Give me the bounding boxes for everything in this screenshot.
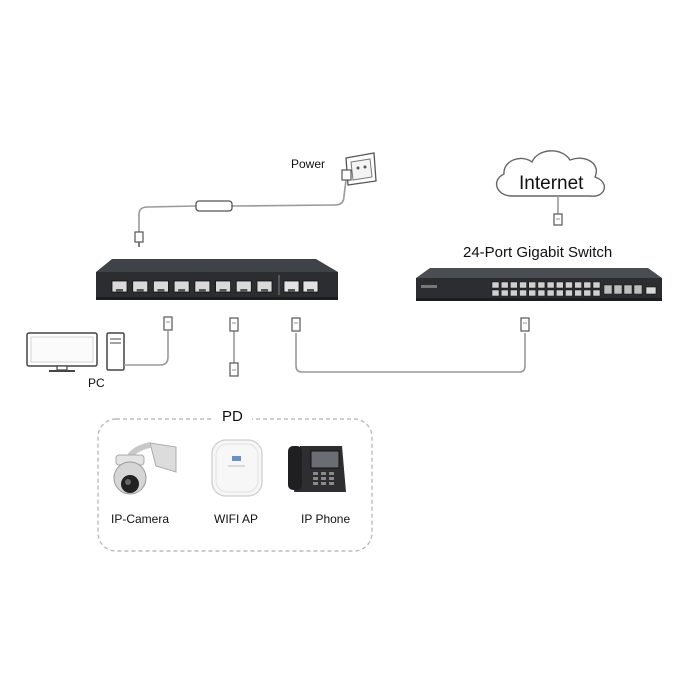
gigabit-port	[537, 281, 546, 289]
sfp-port	[613, 284, 623, 295]
internet-rj45-icon	[553, 213, 563, 226]
pd-rj45-top-icon	[229, 317, 239, 332]
console-port	[645, 286, 657, 295]
gigabit-port	[528, 289, 536, 297]
poe-port-clip	[219, 289, 227, 292]
gigabit-port	[528, 281, 536, 289]
gigabit-port	[565, 281, 573, 289]
poe-switch	[96, 259, 338, 300]
gigabit-port	[574, 289, 582, 297]
poe-uplink-port-clip	[288, 289, 295, 292]
ip-camera-icon	[113, 442, 177, 495]
gigabit-port	[500, 289, 509, 297]
gigabit-port	[546, 281, 555, 289]
gigabit-port	[583, 281, 592, 289]
pd-group-label: PD	[222, 408, 243, 425]
gigabit-port	[565, 289, 573, 297]
sfp-port	[603, 284, 613, 295]
pc-label: PC	[88, 376, 105, 390]
gigabit-port	[592, 281, 601, 289]
ip-phone-label: IP Phone	[301, 512, 351, 526]
internet-cloud-icon	[495, 150, 605, 197]
sfp-port-group	[603, 284, 643, 295]
poe-port-clip	[198, 289, 206, 292]
gigabit-switch	[416, 268, 662, 301]
sfp-port	[633, 284, 643, 295]
dc-plug-icon	[134, 231, 144, 247]
gigabit-port	[510, 281, 518, 289]
pd-label-mask	[214, 410, 252, 426]
gigabit-port	[546, 289, 555, 297]
power-label: Power	[291, 157, 326, 171]
ip-camera-label: IP-Camera	[111, 512, 170, 526]
gigabit-switch-label: 24-Port Gigabit Switch	[463, 244, 613, 261]
uplink-rj45-right-icon	[520, 317, 530, 332]
gigabit-port	[537, 289, 546, 297]
ip-phone-icon	[288, 446, 346, 492]
sfp-port	[623, 284, 633, 295]
uplink-rj45-left-icon	[291, 317, 301, 332]
gigabit-port	[491, 289, 500, 297]
pd-rj45-bottom-icon	[229, 362, 239, 377]
power-brick-icon	[195, 200, 233, 212]
gigabit-port	[519, 281, 527, 289]
gigabit-port	[556, 281, 564, 289]
gigabit-port	[583, 289, 592, 297]
pc-cable	[124, 331, 169, 366]
pc-rj45-icon	[163, 316, 173, 331]
internet-label: Internet	[519, 173, 584, 194]
monitor-icon	[26, 332, 98, 372]
poe-port-clip	[261, 289, 268, 292]
wifi-ap-label: WIFI AP	[214, 512, 259, 526]
pc-tower-icon	[106, 332, 125, 371]
poe-port-clip	[116, 289, 123, 292]
wifi-ap-icon	[211, 439, 263, 497]
poe-port-clip	[240, 289, 248, 292]
poe-port-clip	[178, 289, 186, 292]
gigabit-port-group	[491, 281, 601, 297]
gigabit-port	[491, 281, 500, 289]
gigabit-port	[574, 281, 582, 289]
uplink-cable	[295, 333, 526, 373]
gigabit-port	[500, 281, 509, 289]
poe-port-clip	[157, 289, 165, 292]
poe-port-group	[111, 280, 319, 293]
power-adapter	[138, 179, 347, 232]
wall-outlet-icon	[341, 152, 377, 186]
gigabit-port	[592, 289, 601, 297]
gigabit-port	[510, 289, 518, 297]
gigabit-port	[556, 289, 564, 297]
switch-logo-icon	[421, 285, 437, 288]
poe-uplink-port-clip	[307, 289, 314, 292]
gigabit-port	[519, 289, 527, 297]
poe-port-clip	[136, 289, 144, 292]
